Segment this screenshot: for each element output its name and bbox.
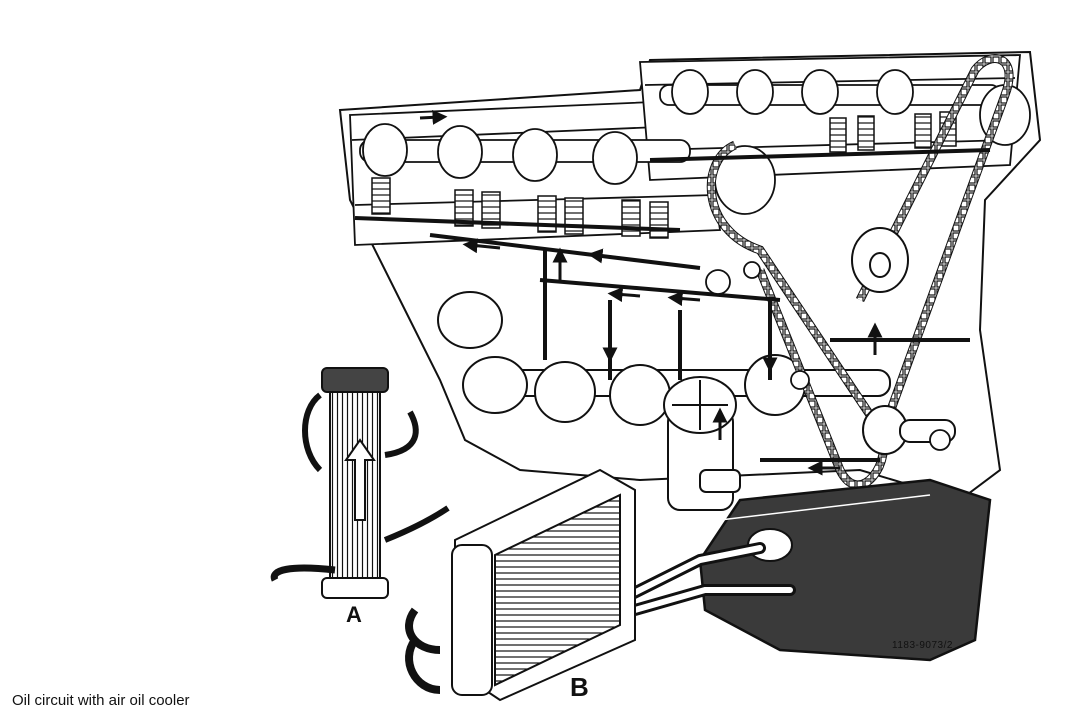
label-b: B: [570, 672, 589, 702]
label-a: A: [346, 602, 362, 627]
oil-sump: [698, 478, 992, 662]
figure-reference-code: 1183-9073/2: [892, 640, 953, 651]
air-oil-cooler-b: [405, 468, 636, 702]
figure-caption: Oil circuit with air oil cooler: [12, 692, 190, 709]
oil-flow-arrows: [419, 109, 883, 476]
misc-fittings: [705, 261, 951, 451]
camshaft-left: [359, 123, 776, 215]
oil-cooler-a: [270, 367, 450, 599]
camshaft-right: [659, 69, 1031, 146]
